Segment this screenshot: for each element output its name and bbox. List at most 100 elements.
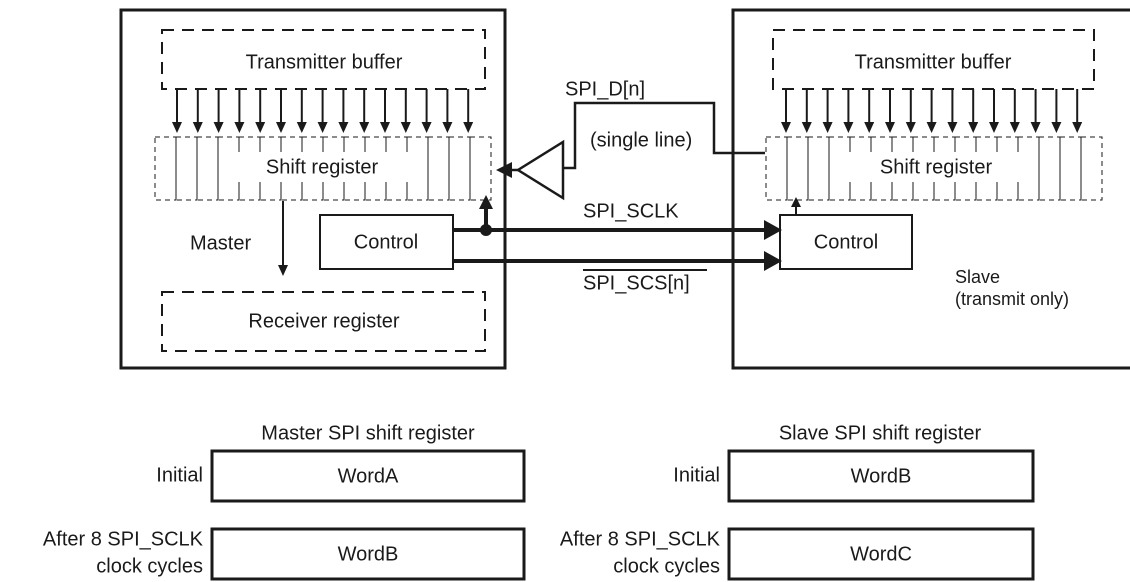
- master-initial-value: WordA: [338, 465, 399, 487]
- master-tx-buffer-label: Transmitter buffer: [246, 51, 403, 73]
- slave-load-arrowhead: [781, 122, 791, 133]
- slave-load-arrowhead: [822, 122, 833, 133]
- slave-table-row-initial: [727, 449, 1035, 503]
- master-load-arrowhead: [234, 122, 245, 133]
- slave-initial-label: Initial: [673, 464, 720, 486]
- master-load-arrowhead: [380, 122, 390, 133]
- slave-load-arrowhead: [947, 122, 958, 133]
- slave-control-label: Control: [814, 231, 878, 253]
- master-shift-cell: [448, 136, 471, 201]
- slave-load-arrowhead: [843, 122, 854, 133]
- slave-shift-label-bg: [845, 152, 1025, 182]
- master-load-arrowhead: [359, 122, 370, 133]
- master-load-arrowhead: [172, 122, 182, 133]
- slave-shift-cell: [1059, 136, 1082, 201]
- slave-shift-register-label: Shift register: [880, 156, 993, 178]
- master-load-arrows: [172, 89, 474, 133]
- slave-load-arrowhead: [1072, 122, 1083, 133]
- master-table-row-after: [210, 527, 526, 581]
- slave-control-box: [779, 214, 913, 270]
- master-load-arrowhead: [276, 122, 286, 133]
- master-after-value: WordB: [338, 543, 399, 565]
- master-table-row-initial: [210, 449, 526, 503]
- master-load-arrowhead: [317, 122, 328, 133]
- slave-after-value: WordC: [850, 543, 912, 565]
- chip-select-arrowhead: [764, 251, 782, 271]
- master-load-arrowhead: [338, 122, 349, 133]
- slave-load-arrowhead: [968, 122, 979, 133]
- master-outline: [119, 8, 507, 370]
- data-line-buffer-triangle: [515, 139, 565, 201]
- master-load-arrowhead: [255, 122, 266, 133]
- master-device: Transmitter buffer Shift register Master…: [119, 8, 507, 370]
- master-shift-label-bg: [225, 152, 415, 182]
- master-table-title: Master SPI shift register: [261, 422, 475, 444]
- slave-load-arrowhead: [905, 122, 916, 133]
- slave-load-arrowhead: [1009, 122, 1020, 133]
- chip-select-signal-label: SPI_SCS[n]: [583, 272, 690, 294]
- master-shift-table: Master SPI shift register WordA Initial …: [43, 422, 526, 581]
- master-after-label-line1: After 8 SPI_SCLK: [43, 528, 204, 550]
- slave-device: Transmitter buffer Shift register Contro…: [731, 8, 1130, 370]
- master-load-arrowhead: [421, 122, 432, 133]
- clock-tap-arrowhead: [479, 195, 493, 209]
- slave-load-arrowhead: [926, 122, 937, 133]
- data-signal-label: SPI_D[n]: [565, 78, 645, 100]
- slave-label-note: (transmit only): [955, 289, 1069, 309]
- slave-after-label-line1: After 8 SPI_SCLK: [560, 528, 721, 550]
- master-shift-cell: [196, 136, 219, 201]
- slave-shift-cell: [1080, 136, 1103, 201]
- slave-outline: [731, 8, 1130, 370]
- slave-load-arrowhead: [885, 122, 895, 133]
- clock-signal-label: SPI_SCLK: [583, 200, 679, 222]
- master-after-label-line2: clock cycles: [96, 555, 203, 577]
- slave-shift-cell: [1038, 136, 1061, 201]
- signal-lines: SPI_D[n] (single line) SPI_SCLK SPI_SCS[…: [453, 78, 782, 294]
- master-label: Master: [190, 232, 251, 254]
- master-receiver-register: [161, 291, 486, 352]
- slave-load-arrowhead: [1030, 122, 1041, 133]
- master-control-label: Control: [354, 231, 418, 253]
- slave-load-arrowhead: [864, 122, 875, 133]
- slave-load-arrowhead: [1051, 122, 1062, 133]
- master-shift-cell: [469, 136, 492, 201]
- slave-after-label-line2: clock cycles: [613, 555, 720, 577]
- master-load-arrowhead: [192, 122, 203, 133]
- master-control-box: [319, 214, 454, 270]
- master-initial-label: Initial: [156, 464, 203, 486]
- slave-shift-cell: [828, 136, 851, 201]
- master-shift-register-label: Shift register: [266, 156, 379, 178]
- slave-shift-table: Slave SPI shift register WordB Initial W…: [560, 422, 1035, 581]
- slave-load-arrowhead: [801, 122, 812, 133]
- master-load-arrowhead: [213, 122, 224, 133]
- slave-shift-cell: [807, 136, 830, 201]
- slave-shift-cell: [786, 136, 809, 201]
- clock-junction-dot: [480, 224, 492, 236]
- slave-initial-value: WordB: [851, 465, 912, 487]
- data-signal-note: (single line): [590, 129, 692, 151]
- data-line-arrowhead: [496, 162, 512, 178]
- slave-load-arrowhead: [989, 122, 999, 133]
- clock-line-arrowhead: [764, 220, 782, 240]
- master-shift-cell: [175, 136, 198, 201]
- master-load-arrowhead: [442, 122, 453, 133]
- master-load-arrowhead: [400, 122, 411, 133]
- master-load-arrowhead: [296, 122, 307, 133]
- master-shift-cell: [217, 136, 240, 201]
- slave-transmitter-buffer: [772, 29, 1095, 90]
- slave-table-row-after: [727, 527, 1035, 581]
- slave-shift-cell: [765, 136, 788, 201]
- master-shift-cell: [427, 136, 450, 201]
- slave-control-to-shift-arrowhead: [791, 197, 801, 207]
- master-load-arrowhead: [463, 122, 474, 133]
- slave-tx-buffer-label: Transmitter buffer: [855, 51, 1012, 73]
- slave-load-arrows: [781, 89, 1083, 133]
- master-shift-cell: [154, 136, 177, 201]
- spi-data-line: [563, 101, 765, 170]
- master-rx-register-label: Receiver register: [248, 310, 400, 332]
- slave-table-title: Slave SPI shift register: [779, 422, 982, 444]
- slave-label: Slave: [955, 267, 1000, 287]
- master-shift-to-rx-arrowhead: [278, 265, 288, 276]
